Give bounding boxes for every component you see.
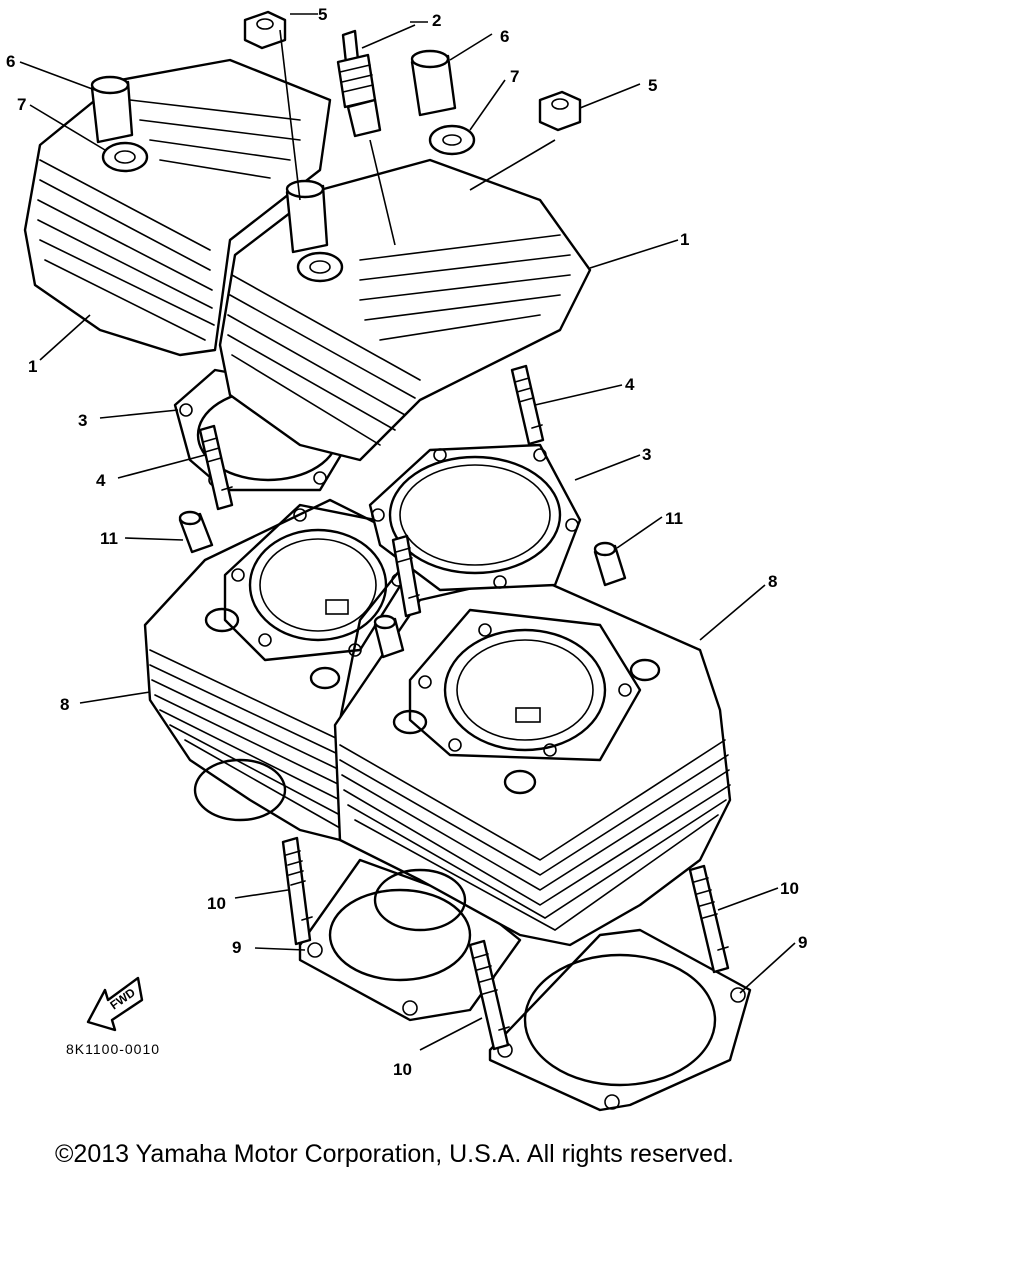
stud-head-left — [198, 424, 234, 511]
copyright-text: ©2013 Yamaha Motor Corporation, U.S.A. A… — [55, 1140, 734, 1168]
callout-6: 6 — [6, 52, 15, 71]
callout-8: 8 — [768, 572, 777, 591]
callout-3: 3 — [78, 411, 87, 430]
figure-code: 8K1100-0010 — [66, 1041, 160, 1057]
stud-head-right — [510, 364, 545, 446]
callout-4: 4 — [96, 471, 106, 490]
stud-bolt-right — [688, 864, 730, 974]
nut-right — [538, 90, 582, 132]
callout-7: 7 — [17, 95, 26, 114]
callout-8: 8 — [60, 695, 69, 714]
exploded-parts-diagram: 6 7 5 2 6 7 5 1 1 3 4 4 3 11 11 8 8 10 9… — [6, 5, 807, 1112]
callout-labels: 6 7 5 2 6 7 5 1 1 3 4 4 3 11 11 8 8 10 9… — [6, 5, 807, 1079]
callout-10: 10 — [207, 894, 226, 913]
callout-3: 3 — [642, 445, 651, 464]
head-gasket-right — [368, 443, 582, 592]
collar-left — [90, 75, 134, 144]
stud-center-short — [391, 534, 422, 618]
callout-1: 1 — [680, 230, 689, 249]
callout-7: 7 — [510, 67, 519, 86]
fwd-arrow-icon: FWD — [86, 976, 144, 1032]
callout-5: 5 — [318, 5, 327, 24]
leader-lines — [19, 13, 796, 1051]
callout-1: 1 — [28, 357, 37, 376]
callout-10: 10 — [780, 879, 799, 898]
callout-4: 4 — [625, 375, 635, 394]
callout-6: 6 — [500, 27, 509, 46]
plug-bolt-left — [178, 510, 214, 554]
collar-center — [285, 179, 329, 254]
plug-bolt-center — [373, 614, 405, 659]
spark-plug — [336, 29, 382, 138]
callout-5: 5 — [648, 76, 657, 95]
callout-9: 9 — [232, 938, 241, 957]
stud-bolt-center — [468, 939, 510, 1051]
plug-bolt-right — [593, 541, 627, 587]
callout-11: 11 — [100, 529, 118, 548]
callout-10: 10 — [393, 1060, 412, 1079]
callout-11: 11 — [665, 509, 683, 528]
nut-top — [243, 10, 287, 50]
callout-9: 9 — [798, 933, 807, 952]
collar-right — [410, 49, 457, 117]
stud-bolt-left — [281, 836, 313, 946]
washer — [428, 124, 476, 156]
callout-2: 2 — [432, 11, 441, 30]
